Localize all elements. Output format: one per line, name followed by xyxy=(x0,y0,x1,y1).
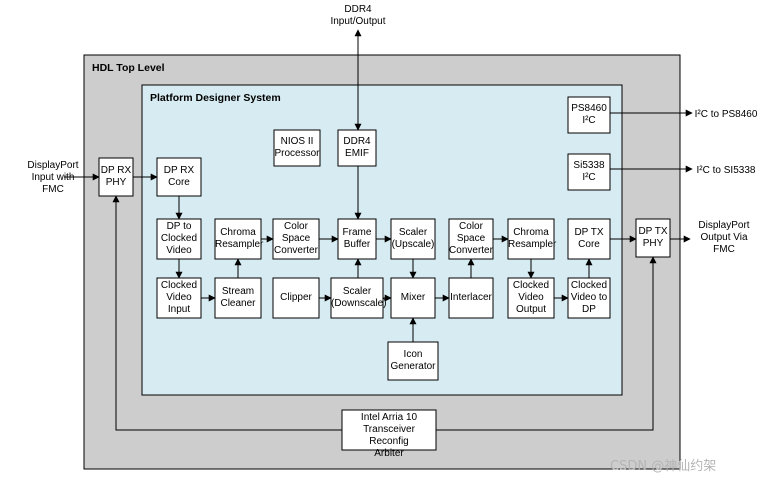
block-clocked-to-dp xyxy=(567,277,611,319)
hdl-top-level-title: HDL Top Level xyxy=(92,62,165,74)
block-label-dp-rx-phy: DP RX PHY xyxy=(100,165,132,188)
block-label-scaler-up: Scaler (Upscale) xyxy=(391,227,435,250)
block-scaler-down xyxy=(330,277,384,319)
block-frame-buffer xyxy=(337,218,377,260)
block-ddr4-emif xyxy=(337,129,377,167)
block-nios xyxy=(273,129,321,167)
block-dp-rx-core xyxy=(156,157,202,197)
block-dp-to-clocked xyxy=(156,218,202,260)
block-clocked-video-input xyxy=(156,277,202,319)
block-label-clocked-to-dp: Clocked Video to DP xyxy=(570,280,608,315)
block-label-dp-tx-core: DP TX Core xyxy=(574,227,604,250)
ddr4-io-label: DDR4 Input/Output xyxy=(330,4,386,27)
block-csc-2 xyxy=(448,218,494,260)
block-label-dp-rx-core: DP RX Core xyxy=(163,165,195,188)
block-si5338 xyxy=(567,153,611,191)
block-label-clocked-video-input: Clocked Video Input xyxy=(160,280,198,315)
block-label-interlacer: Interlacer xyxy=(450,292,492,303)
connector-28 xyxy=(436,256,657,431)
block-label-clipper: Clipper xyxy=(280,292,312,303)
block-ps8460 xyxy=(567,96,611,134)
block-label-si5338: Si5338 I²C xyxy=(573,160,605,183)
block-label-arbiter: Intel Arria 10 Transceiver Reconfig Arbi… xyxy=(360,412,418,459)
i2c-si5338-label: I²C to SI5338 xyxy=(696,165,756,176)
displayport-input-label: DisplayPort Input with FMC xyxy=(27,160,79,195)
block-label-nios: NIOS II Processor xyxy=(274,136,320,159)
platform-designer-title: Platform Designer System xyxy=(150,92,281,104)
block-label-chroma-resampler-1: Chroma Resampler xyxy=(215,227,264,250)
block-label-stream-cleaner: Stream Cleaner xyxy=(220,286,256,309)
block-chroma-resampler-1 xyxy=(214,218,262,260)
block-label-icon-generator: Icon Generator xyxy=(390,349,436,372)
block-dp-tx-core xyxy=(567,218,611,260)
block-label-csc-2: Color Space Converter xyxy=(449,221,493,256)
block-label-clocked-video-output: Clocked Video Output xyxy=(512,280,550,315)
blocks xyxy=(98,96,671,451)
connector-27 xyxy=(112,195,342,431)
block-scaler-up xyxy=(390,218,436,260)
block-icon-generator xyxy=(387,341,439,381)
block-label-csc-1: Color Space Converter xyxy=(274,221,318,256)
block-dp-rx-phy xyxy=(98,157,134,197)
block-label-frame-buffer: Frame Buffer xyxy=(342,227,372,250)
watermark: CSDN @神仙约架 xyxy=(610,459,717,474)
displayport-output-label: DisplayPort Output Via FMC xyxy=(698,220,750,255)
block-mixer xyxy=(390,277,436,319)
block-stream-cleaner xyxy=(214,277,262,319)
block-arbiter xyxy=(341,409,437,451)
block-clipper xyxy=(272,277,320,319)
connectors xyxy=(64,29,693,431)
block-label-mixer: Mixer xyxy=(400,292,426,303)
block-clocked-video-output xyxy=(507,277,555,319)
block-label-chroma-resampler-2: Chroma Resampler xyxy=(508,227,557,250)
block-label-ddr4-emif: DDR4 EMIF xyxy=(343,136,371,159)
block-dp-tx-phy xyxy=(635,218,671,258)
block-csc-1 xyxy=(272,218,320,260)
block-label-ps8460: PS8460 I²C xyxy=(571,103,607,126)
block-label-scaler-down: Scaler (Downscale) xyxy=(331,286,387,309)
block-interlacer xyxy=(448,277,494,319)
block-chroma-resampler-2 xyxy=(507,218,555,260)
i2c-ps8460-label: I²C to PS8460 xyxy=(694,109,758,120)
block-label-dp-to-clocked: DP to Clocked Video xyxy=(160,221,198,256)
block-label-dp-tx-phy: DP TX PHY xyxy=(638,226,668,249)
